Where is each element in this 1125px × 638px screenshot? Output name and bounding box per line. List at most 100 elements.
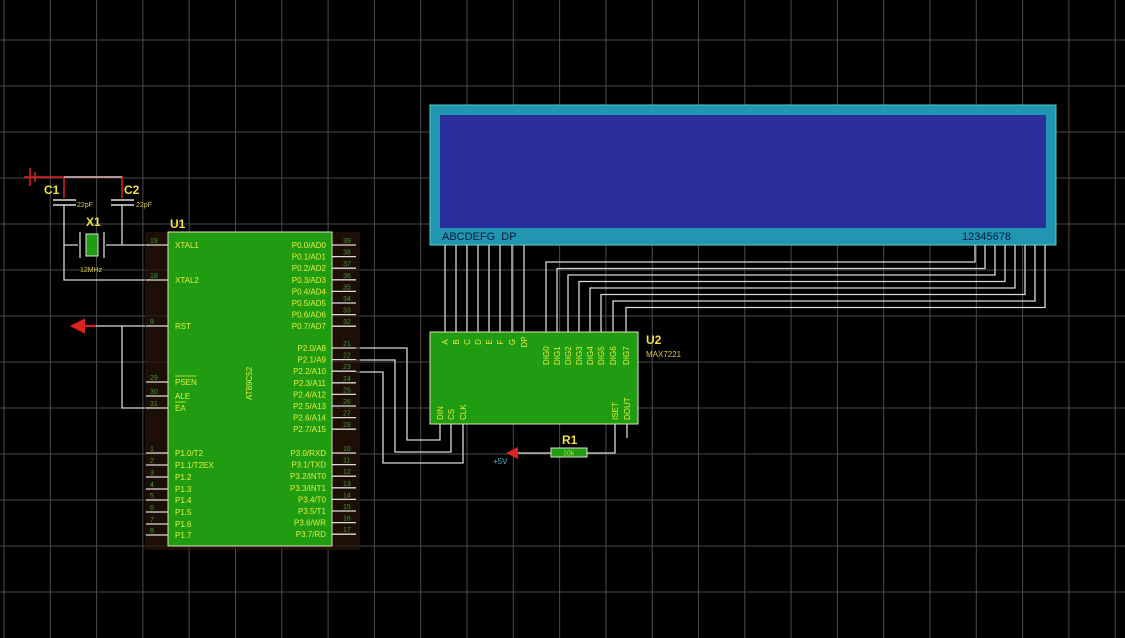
u2-body	[429, 331, 639, 425]
crystal-icon	[85, 233, 99, 257]
pin-number: 31	[150, 401, 158, 408]
pin-label: P1.3	[175, 485, 192, 494]
pin-label: P2.7/A15	[293, 425, 326, 434]
u1-pin[interactable]: P1.56	[146, 505, 192, 517]
u2-pin[interactable]: DP	[520, 336, 529, 347]
oscillator-circuit: C1 22pF C2 22pF X1 12MHz	[24, 168, 152, 281]
u2-pin[interactable]: D	[474, 339, 483, 345]
pin-label: F	[496, 339, 505, 344]
u2-pin[interactable]: DIG4	[586, 346, 595, 365]
pin-label: P2.0/A8	[298, 344, 327, 353]
r1-resistor[interactable]: R1 10k	[550, 433, 588, 458]
u2-pin[interactable]: CS	[447, 409, 456, 420]
u2-pin[interactable]: DIG6	[609, 346, 618, 365]
u2-pin[interactable]: G	[508, 339, 517, 345]
display-digits-label: 12345678	[962, 231, 1011, 243]
wire	[600, 245, 1026, 332]
display-segments-label: ABCDEFG DP	[442, 231, 517, 243]
u1-microcontroller[interactable]: U1 AT89C52 XTAL119XTAL218RST9PSEN29ALE30…	[145, 217, 360, 550]
u2-pin[interactable]: C	[463, 339, 472, 345]
pin-label: P1.6	[175, 520, 192, 529]
u2-pin[interactable]: DIG2	[564, 346, 573, 365]
pin-number: 32	[343, 319, 351, 326]
pin-label: P3.0/RXD	[290, 449, 326, 458]
pin-number: 4	[150, 482, 154, 489]
pin-label: P1.2	[175, 473, 192, 482]
u1-pin[interactable]: P1.0/T21	[146, 446, 204, 458]
u2-pin[interactable]: DOUT	[623, 397, 632, 420]
u1-pin[interactable]: P1.67	[146, 517, 192, 529]
u1-pin[interactable]: P1.45	[146, 493, 192, 505]
u2-pin[interactable]: DIG1	[553, 346, 562, 365]
u2-pin[interactable]: DIG7	[622, 346, 631, 365]
pin-label: P0.7/AD7	[292, 322, 327, 331]
u2-pin[interactable]: E	[485, 339, 494, 344]
pin-number: 16	[343, 516, 351, 523]
pin-number: 21	[343, 341, 351, 348]
u1-pin[interactable]: P1.3 4	[146, 482, 192, 494]
u2-pin[interactable]: DIG0	[542, 346, 551, 365]
wire	[578, 245, 1006, 332]
wire	[612, 245, 1036, 332]
pin-label: P1.0/T2	[175, 449, 204, 458]
capacitor-icon	[53, 199, 134, 206]
u2-pin[interactable]: DIG3	[575, 346, 584, 365]
x1-value: 12MHz	[80, 267, 103, 274]
r1-ref: R1	[562, 433, 578, 447]
u1-pin[interactable]: P1.23	[146, 470, 192, 482]
pin-label: DIG1	[553, 346, 562, 365]
pin-number: 22	[343, 353, 351, 360]
u2-pin[interactable]: DIG5	[597, 346, 606, 365]
pin-number: 37	[343, 261, 351, 268]
pin-number: 29	[150, 375, 158, 382]
u1-pin[interactable]: P2.0/A8 21	[298, 341, 356, 353]
u2-pin[interactable]: F	[496, 339, 505, 344]
u2-pin[interactable]: B	[452, 339, 461, 344]
pin-label: P2.4/A12	[293, 390, 326, 399]
wire	[356, 371, 464, 464]
u2-pin[interactable]: CLK	[459, 404, 468, 420]
pin-label: XTAL1	[175, 241, 199, 250]
u1-pin[interactable]: P1.78	[146, 528, 192, 540]
u2-pin[interactable]: DIN	[436, 406, 445, 420]
pin-number: 13	[343, 481, 351, 488]
u1-pin[interactable]: P0.7/AD7 32	[292, 319, 356, 331]
u2-pin[interactable]: A	[441, 339, 450, 345]
pin-number: 8	[150, 528, 154, 535]
power-terminal-icon[interactable]	[506, 447, 518, 459]
seven-segment-display[interactable]: ABCDEFG DP 12345678	[429, 104, 1057, 246]
reset-terminal-icon[interactable]	[69, 318, 96, 334]
u2-pin[interactable]: ISET	[611, 402, 620, 420]
